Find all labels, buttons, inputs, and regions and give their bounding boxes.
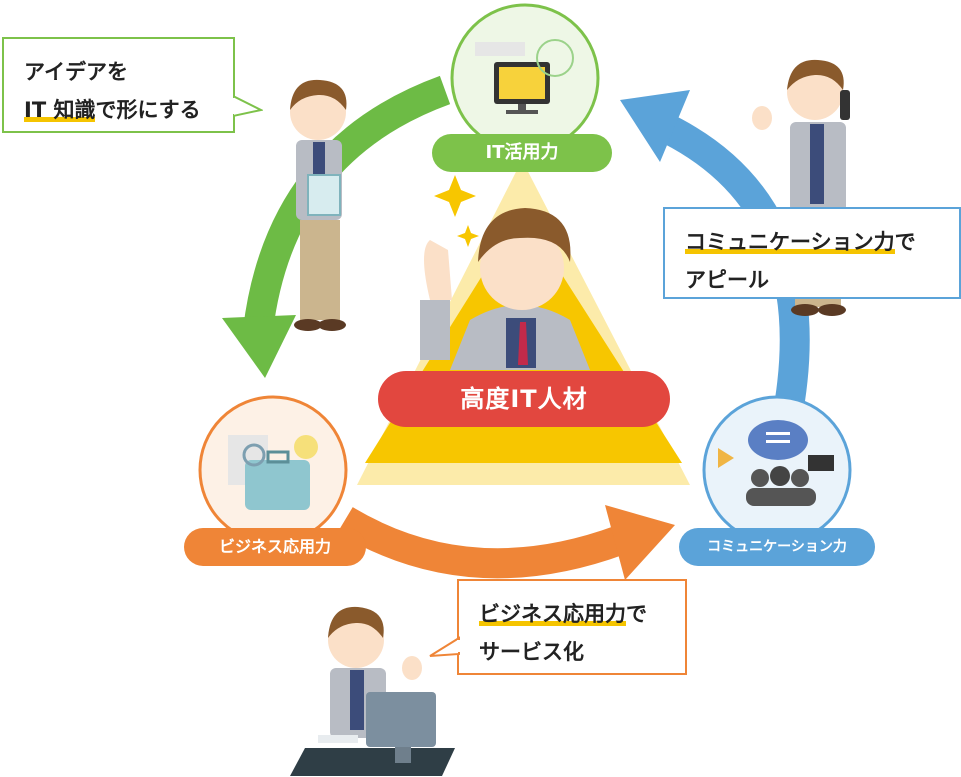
callout-service-line2: サービス化 bbox=[479, 640, 584, 664]
center-title: 高度IT人材 bbox=[378, 371, 670, 427]
callout-idea-tail bbox=[233, 96, 263, 118]
callout-appeal-rest: で bbox=[894, 230, 916, 254]
person-top-left-illustration bbox=[290, 79, 347, 331]
communication-node-label: コミュニケーション力 bbox=[679, 528, 875, 566]
callout-idea: アイデアを IT 知識で形にする bbox=[2, 37, 235, 133]
business-node-circle bbox=[198, 395, 348, 545]
it-node-label: IT活用力 bbox=[432, 134, 612, 172]
callout-service-rest: で bbox=[626, 602, 647, 626]
sparkle-icon bbox=[434, 175, 479, 247]
callout-idea-line1: アイデアを bbox=[24, 60, 128, 84]
callout-service: ビジネス応用力で サービス化 bbox=[457, 579, 687, 675]
callout-appeal-line1: コミュニケーション力で bbox=[685, 223, 939, 261]
callout-idea-highlight: IT 知識 bbox=[24, 98, 96, 122]
person-at-desk-illustration bbox=[290, 606, 455, 776]
orange-cycle-arrow bbox=[337, 505, 675, 580]
business-node-label: ビジネス応用力 bbox=[184, 528, 366, 566]
callout-service-tail bbox=[429, 636, 460, 657]
callout-idea-rest: で形にする bbox=[95, 98, 201, 122]
callout-appeal-highlight: コミュニケーション力 bbox=[685, 230, 895, 254]
callout-service-line1: ビジネス応用力で bbox=[479, 595, 665, 633]
callout-appeal-line2: アピール bbox=[685, 268, 769, 292]
communication-node-circle bbox=[702, 395, 852, 545]
callout-service-highlight: ビジネス応用力 bbox=[479, 602, 626, 626]
callout-appeal: コミュニケーション力で アピール bbox=[663, 207, 961, 299]
central-person-illustration bbox=[420, 208, 590, 370]
it-node-circle bbox=[450, 3, 600, 153]
callout-idea-line2: IT 知識で形にする bbox=[24, 91, 213, 129]
